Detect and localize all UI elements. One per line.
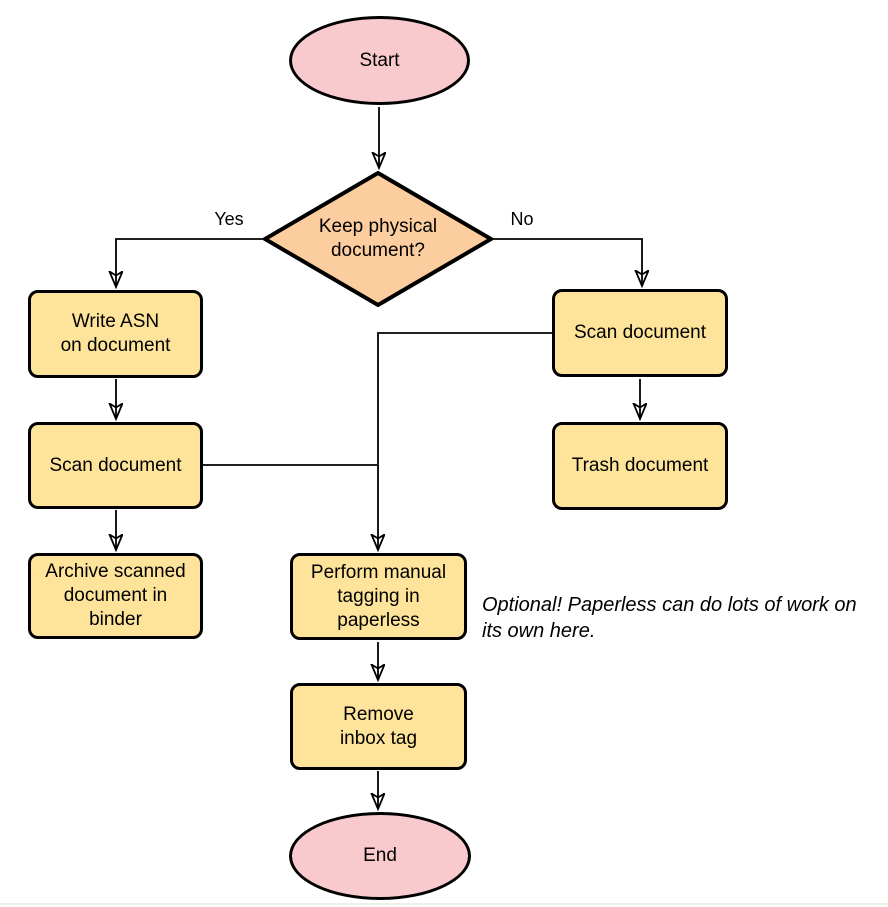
- annotation-optional: Optional! Paperless can do lots of work …: [482, 594, 857, 642]
- node-start: Start: [289, 16, 470, 105]
- node-write-asn: Write ASN on document: [28, 290, 203, 378]
- node-tagging: Perform manual tagging in paperless: [290, 553, 467, 640]
- node-trash-label: Trash document: [571, 455, 709, 476]
- edge-decision-yes-to-write-asn: [116, 238, 263, 287]
- node-decision: Keep physical document?: [263, 171, 493, 307]
- node-archive-label: Archive scanned document in binder: [45, 561, 186, 630]
- node-remove-inbox-label: Remove inbox tag: [339, 703, 418, 749]
- node-remove-inbox: Remove inbox tag: [290, 683, 467, 770]
- node-scan-document-left: Scan document: [28, 422, 203, 509]
- decision-diamond-shape: [263, 171, 493, 307]
- node-scan-document-right-label: Scan document: [573, 322, 707, 343]
- edge-label-no: No: [498, 208, 546, 230]
- node-scan-document-right: Scan document: [552, 289, 728, 377]
- node-decision-label: Keep physical document?: [318, 216, 438, 261]
- node-tagging-label: Perform manual tagging in paperless: [310, 561, 447, 631]
- node-write-asn-label: Write ASN on document: [60, 311, 171, 356]
- node-archive: Archive scanned document in binder: [28, 553, 203, 639]
- node-scan-document-left-label: Scan document: [49, 454, 182, 476]
- node-trash: Trash document: [552, 422, 728, 510]
- edge-scan-right-to-tagging: [378, 332, 552, 550]
- edge-decision-no-to-scan-right: [493, 238, 642, 286]
- node-end: End: [289, 812, 471, 900]
- edge-label-yes: Yes: [205, 208, 253, 230]
- node-end-label: End: [363, 845, 397, 866]
- page-bottom-edge: [0, 903, 888, 905]
- node-start-label: Start: [359, 49, 400, 71]
